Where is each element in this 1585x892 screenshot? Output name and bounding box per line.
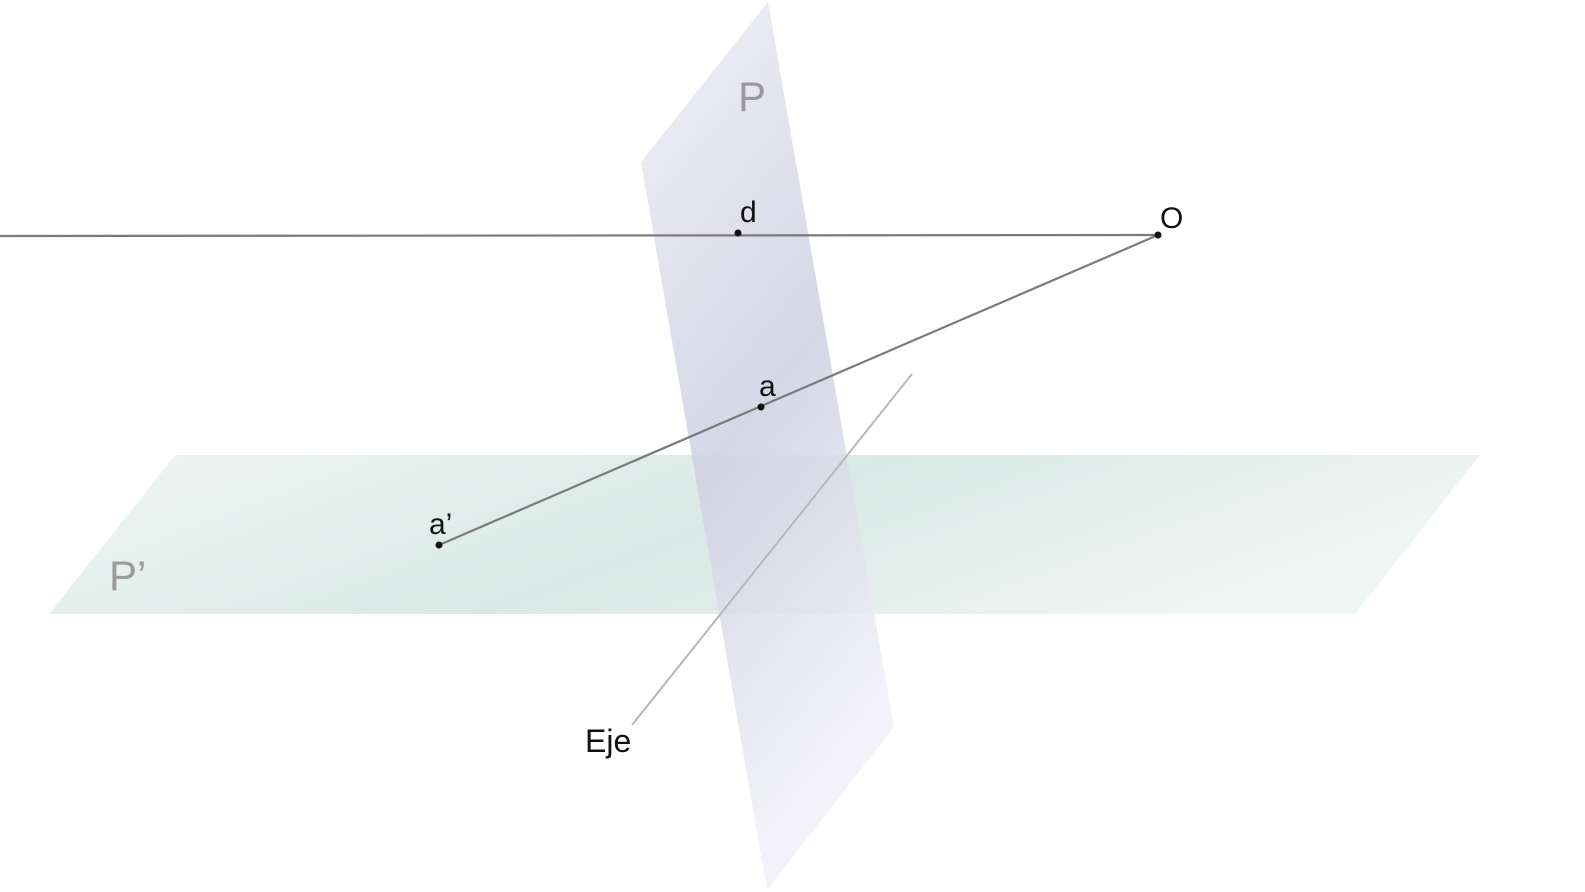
plane-p-prime-label: P’ — [109, 552, 146, 599]
point-a-prime — [435, 541, 443, 549]
point-d — [734, 229, 742, 237]
axis-label: Eje — [585, 723, 631, 759]
label-d: d — [740, 196, 757, 229]
plane-p-label: P — [738, 73, 766, 120]
vanishing-line — [0, 233, 1159, 238]
label-a-prime: a’ — [429, 508, 452, 541]
plane-p — [641, 2, 894, 890]
point-o — [1154, 231, 1162, 239]
axis-line — [631, 373, 913, 726]
label-a: a — [759, 370, 776, 403]
label-o: O — [1160, 202, 1183, 235]
point-a — [757, 403, 765, 411]
projection-ray — [438, 233, 1159, 547]
